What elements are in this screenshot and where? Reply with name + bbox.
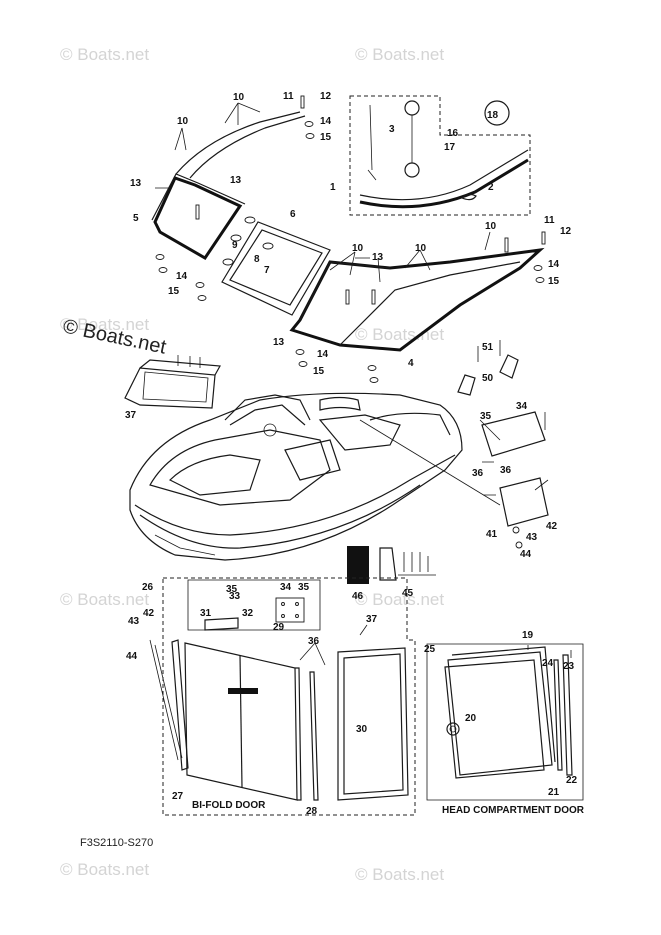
callout-36: 36 [308, 636, 320, 647]
callout-16: 16 [447, 128, 459, 139]
callout-49: 46 [352, 591, 364, 602]
callout-37: 37 [366, 614, 378, 625]
head-door-group [426, 643, 584, 801]
callout-34: 34 [280, 582, 292, 593]
callout-43: 36 [472, 468, 484, 479]
callout-24: 24 [542, 658, 554, 669]
callout-15: 15 [168, 286, 180, 297]
label-kit [347, 546, 436, 584]
callout-42: 43 [128, 616, 140, 627]
callout-14: 14 [320, 116, 332, 127]
callout-13: 13 [372, 252, 384, 263]
watermark: © Boats.net [355, 45, 444, 64]
callout-30: 30 [356, 724, 368, 735]
watermark: © Boats.net [60, 590, 149, 609]
callout-28: 28 [306, 806, 318, 817]
callout-10: 10 [415, 243, 427, 254]
callout-42: 36 [500, 465, 512, 476]
callout-11: 11 [544, 215, 555, 226]
callout-43: 44 [126, 651, 138, 662]
callout-48: 45 [402, 588, 414, 599]
callout-12: 12 [320, 91, 332, 102]
drawing-code: F3S2110-S270 [80, 837, 153, 849]
watermark: © Boats.net [355, 325, 444, 344]
access-panels [359, 411, 549, 549]
callout-10: 10 [233, 92, 245, 103]
callout-38: 37 [125, 410, 137, 421]
callout-2: 2 [488, 182, 494, 193]
callout-26: 26 [142, 582, 154, 593]
callout-35: 35 [298, 582, 310, 593]
callout-labels: 10 10 11 12 14 15 13 13 5 6 9 8 7 14 15 … [125, 91, 578, 817]
windshield-assembly [151, 95, 546, 383]
callout-31: 31 [200, 608, 212, 619]
callout-15: 15 [548, 276, 560, 287]
callout-18: 18 [487, 110, 499, 121]
callout-13: 13 [130, 178, 142, 189]
callout-6: 6 [290, 209, 296, 220]
callout-12: 12 [560, 226, 572, 237]
callout-32: 32 [242, 608, 254, 619]
callout-21: 21 [548, 787, 560, 798]
callout-4: 4 [408, 358, 414, 369]
watermark: © Boats.net [355, 865, 444, 884]
callout-50: 50 [482, 373, 494, 384]
watermark-layer: © Boats.net © Boats.net © Boats.net © Bo… [60, 45, 444, 884]
watermark: © Boats.net [60, 45, 149, 64]
callout-23: 23 [563, 661, 575, 672]
callout-10: 10 [352, 243, 364, 254]
callout-10: 10 [177, 116, 189, 127]
callout-44: 41 [486, 529, 498, 540]
callout-7: 7 [264, 265, 270, 276]
callout-40: 34 [516, 401, 528, 412]
callout-14: 14 [317, 349, 329, 360]
callout-33: 33 [229, 591, 241, 602]
callout-35: 35 [226, 584, 238, 595]
callout-13: 13 [273, 337, 285, 348]
boat-hull [129, 392, 463, 561]
callout-20: 20 [465, 713, 477, 724]
callout-51: 51 [482, 342, 494, 353]
callout-15: 15 [320, 132, 332, 143]
callout-22: 22 [566, 775, 578, 786]
callout-45: 42 [546, 521, 558, 532]
callout-41: 42 [143, 608, 155, 619]
callout-8: 8 [254, 254, 260, 265]
callout-1: 1 [330, 182, 336, 193]
callout-14: 14 [548, 259, 560, 270]
bifold-door-group [149, 577, 416, 816]
watermark: © Boats.net [60, 860, 149, 879]
detail-box-rail [349, 95, 531, 216]
callout-5: 5 [133, 213, 139, 224]
callout-41: 35 [480, 411, 492, 422]
callout-11: 11 [283, 91, 294, 102]
callout-14: 14 [176, 271, 188, 282]
callout-10: 10 [485, 221, 497, 232]
callout-13: 13 [230, 175, 242, 186]
head-door-caption: HEAD COMPARTMENT DOOR [442, 805, 585, 816]
callout-17: 17 [444, 142, 456, 153]
cleat-parts [457, 340, 519, 396]
watermark: © Boats.net [60, 315, 149, 334]
callout-27: 27 [172, 791, 184, 802]
callout-29: 29 [273, 622, 285, 633]
callout-9: 9 [232, 240, 238, 251]
bifold-door-caption: BI-FOLD DOOR [192, 800, 266, 811]
callout-25: 25 [424, 644, 436, 655]
callout-47: 44 [520, 549, 532, 560]
watermark: © Boats.net [355, 590, 444, 609]
callout-19: 19 [522, 630, 534, 641]
callout-3: 3 [389, 124, 395, 135]
callout-15: 15 [313, 366, 325, 377]
bolt-hardware [155, 95, 546, 383]
storage-tray [124, 355, 221, 409]
callout-46: 43 [526, 532, 538, 543]
